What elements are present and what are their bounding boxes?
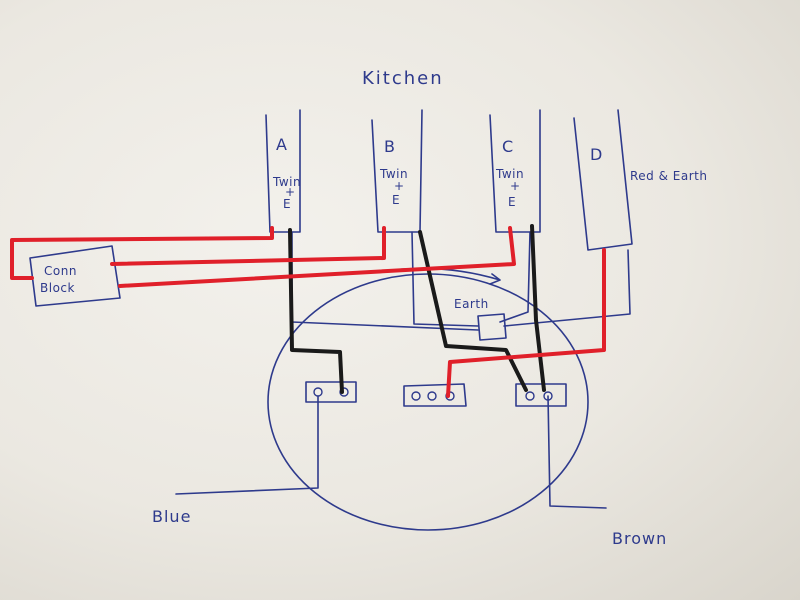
conn-block-label-line2: Block — [40, 281, 75, 295]
cable-b-sheath — [371, 109, 423, 233]
earth-label: Earth — [454, 297, 489, 311]
blue-label: Blue — [152, 507, 191, 526]
black-wire-a — [288, 228, 344, 394]
brown-label: Brown — [612, 529, 667, 548]
red-wire-a-to-block — [10, 226, 274, 280]
red-wire-b-to-block — [110, 226, 386, 266]
cable-d-note: Red & Earth — [630, 169, 707, 183]
terminal-block-left — [305, 381, 357, 403]
brown-lead — [547, 395, 607, 509]
earth-wire-from-d — [503, 249, 631, 327]
terminal-block-middle — [403, 383, 467, 407]
black-wire-b — [418, 230, 528, 392]
black-wire-c — [530, 224, 546, 392]
cable-b-type-line2: + — [394, 179, 405, 193]
cable-a-letter: A — [276, 135, 288, 154]
cable-a-type-line1: Twin — [272, 175, 301, 189]
conn-block-outline — [29, 245, 121, 307]
cable-a-type-line2: + — [285, 185, 296, 199]
cable-b-type-line1: Twin — [379, 167, 408, 181]
cable-c-type-line3: E — [508, 195, 516, 209]
cable-a-sheath — [265, 109, 301, 233]
cable-d-letter: D — [590, 145, 603, 164]
cable-a-type-line3: E — [283, 197, 291, 211]
cable-b-type-line3: E — [392, 193, 400, 207]
red-wire-c-to-block — [118, 226, 516, 288]
earth-block — [477, 313, 507, 341]
cable-b-letter: B — [384, 137, 396, 156]
earth-wire-from-c — [499, 231, 531, 323]
cable-c-sheath — [489, 109, 541, 233]
red-wire-d-to-terminal — [446, 248, 606, 398]
cable-c-letter: C — [502, 137, 514, 156]
blue-lead — [175, 395, 319, 495]
cable-c-type-line2: + — [510, 179, 521, 193]
diagram-title: Kitchen — [362, 68, 444, 89]
conn-block-label-line1: Conn — [44, 264, 77, 278]
cable-c-type-line1: Twin — [495, 167, 524, 181]
cable-d-sheath — [573, 109, 633, 251]
earth-wire-from-b — [411, 231, 479, 327]
